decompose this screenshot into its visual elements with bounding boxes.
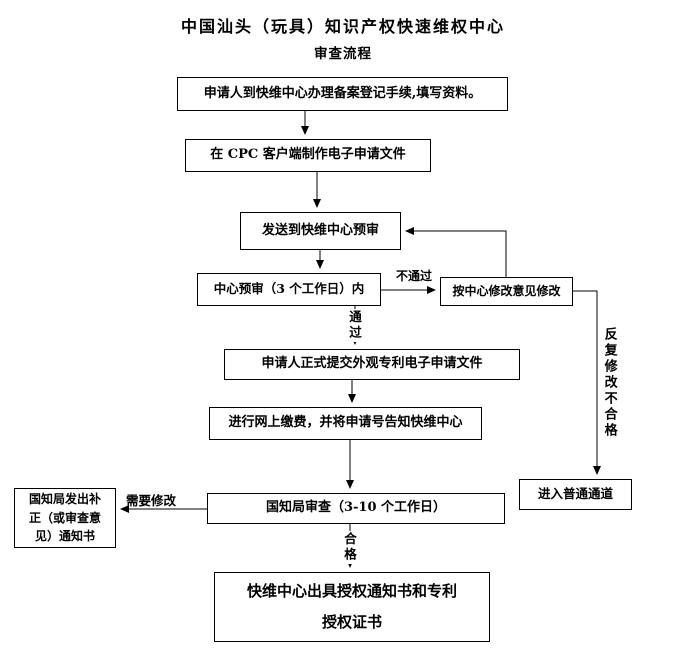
node-grant-certificate: 快维中心出具授权通知书和专利授权证书 xyxy=(214,572,490,642)
edge-label-pass: 通过 xyxy=(347,309,362,342)
node-modify-per-center-label: 按中心修改意见修改 xyxy=(452,283,561,298)
node-normal-channel-label: 进入普通通道 xyxy=(537,486,613,502)
node-grant-certificate-label: 快维中心出具授权通知书和专利授权证书 xyxy=(246,581,457,632)
node-formal-submit-label: 申请人正式提交外观专利电子申请文件 xyxy=(261,356,483,372)
node-center-preview-label: 中心预审（3 个工作日）内 xyxy=(213,281,365,297)
node-send-preview-label: 发送到快维中心预审 xyxy=(261,222,379,238)
node-online-pay-label: 进行网上缴费，并将申请号告知快维中心 xyxy=(228,415,463,431)
node-cpc-file: 在 CPC 客户端制作电子申请文件 xyxy=(185,139,431,172)
node-register-label: 申请人到快维中心办理备案登记手续,填写资料。 xyxy=(203,85,482,101)
node-send-preview: 发送到快维中心预审 xyxy=(240,212,401,250)
node-sipo-review-label: 国知局审查（3-10 个工作日） xyxy=(265,500,447,516)
node-correction-notice: 国知局发出补正（或审查意见）通知书 xyxy=(14,488,116,548)
flowchart-title: 中国汕头（玩具）知识产权快速维权中心 xyxy=(180,17,505,36)
edge-label-qualified: 合格 xyxy=(342,531,357,564)
edge-label-fail: 不通过 xyxy=(396,269,433,283)
node-online-pay: 进行网上缴费，并将申请号告知快维中心 xyxy=(209,407,482,440)
node-formal-submit: 申请人正式提交外观专利电子申请文件 xyxy=(224,349,520,380)
node-cpc-file-label: 在 CPC 客户端制作电子申请文件 xyxy=(210,147,406,163)
node-modify-per-center: 按中心修改意见修改 xyxy=(440,277,573,306)
edge-label-repeat-fail: 反复修改不合格 xyxy=(601,327,617,439)
node-correction-notice-label: 国知局发出补正（或审查意见）通知书 xyxy=(28,492,101,544)
arrow-modify-to-normal-channel xyxy=(573,290,601,475)
node-normal-channel: 进入普通通道 xyxy=(519,479,632,510)
node-sipo-review: 国知局审查（3-10 个工作日） xyxy=(207,493,505,524)
node-center-preview: 中心预审（3 个工作日）内 xyxy=(197,273,381,306)
flowchart-subtitle: 审查流程 xyxy=(314,46,372,62)
node-register: 申请人到快维中心办理备案登记手续,填写资料。 xyxy=(177,77,508,111)
edge-label-need-modify: 需要修改 xyxy=(126,493,177,508)
